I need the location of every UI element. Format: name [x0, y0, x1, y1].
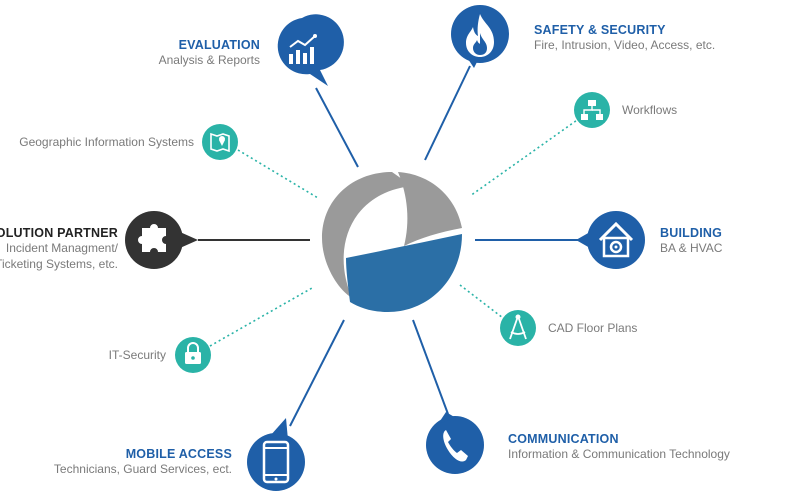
solution-sub-line1: Incident Managment/ — [5, 241, 118, 256]
node-workflows[interactable] — [574, 92, 610, 128]
bar-chart-icon — [289, 34, 317, 64]
node-itsecurity[interactable] — [175, 337, 211, 373]
gis-label: Geographic Information Systems — [19, 135, 194, 149]
label-communication: COMMUNICATION Information & Communicatio… — [508, 431, 730, 463]
communication-title: COMMUNICATION — [508, 432, 619, 446]
phone-icon — [443, 430, 468, 462]
pin-building[interactable] — [576, 211, 645, 269]
connector-cad — [459, 284, 504, 319]
connector-itsecurity — [209, 287, 313, 347]
compass-icon — [509, 314, 527, 340]
workflows-label: Workflows — [622, 103, 678, 117]
label-mobile: MOBILE ACCESS Technicians, Guard Service… — [54, 446, 232, 478]
node-cad[interactable] — [500, 310, 536, 346]
workflow-icon — [581, 100, 603, 120]
solution-sub-line2: Ticketing Systems, etc. — [0, 256, 118, 271]
puzzle-icon — [138, 224, 166, 252]
connector-gis — [237, 149, 319, 199]
label-solution: SOLUTION PARTNER Incident Managment/ Tic… — [0, 225, 118, 272]
safety-sub: Fire, Intrusion, Video, Access, etc. — [534, 38, 716, 53]
solution-title: SOLUTION PARTNER — [0, 226, 118, 240]
pin-solution[interactable] — [125, 211, 198, 269]
house-gear-icon — [598, 221, 634, 258]
center-logo — [320, 168, 464, 312]
label-safety: SAFETY & SECURITY Fire, Intrusion, Video… — [534, 22, 715, 54]
map-pin-icon — [210, 132, 230, 153]
pin-mobile[interactable] — [247, 418, 305, 491]
itsecurity-label: IT-Security — [108, 348, 166, 362]
connector-communication — [412, 319, 449, 415]
label-evaluation: EVALUATION Analysis & Reports — [159, 37, 260, 69]
connector-safety — [424, 65, 471, 161]
flame-icon — [466, 14, 494, 57]
mobile-sub: Technicians, Guard Services, ect. — [53, 462, 232, 477]
evaluation-sub: Analysis & Reports — [158, 53, 260, 68]
connector-mobile — [289, 319, 345, 427]
logo-gray-arc — [322, 172, 412, 298]
communication-sub: Information & Communication Technology — [508, 447, 730, 462]
connector-evaluation — [315, 87, 359, 168]
pin-safety[interactable] — [451, 5, 509, 68]
evaluation-title: EVALUATION — [178, 38, 260, 52]
pin-evaluation[interactable] — [277, 14, 344, 86]
pin-communication[interactable] — [426, 412, 484, 474]
building-title: BUILDING — [660, 226, 723, 240]
logo-gray-cap — [398, 172, 462, 246]
node-gis[interactable] — [202, 124, 238, 160]
safety-title: SAFETY & SECURITY — [534, 23, 666, 37]
building-sub: BA & HVAC — [660, 241, 723, 256]
label-building: BUILDING BA & HVAC — [660, 225, 722, 257]
mobile-title: MOBILE ACCESS — [125, 447, 232, 461]
connector-workflows — [469, 117, 581, 197]
lock-icon — [185, 342, 201, 364]
cad-label: CAD Floor Plans — [548, 321, 638, 335]
smartphone-icon — [262, 440, 290, 484]
logo-blue-segment — [346, 234, 462, 312]
